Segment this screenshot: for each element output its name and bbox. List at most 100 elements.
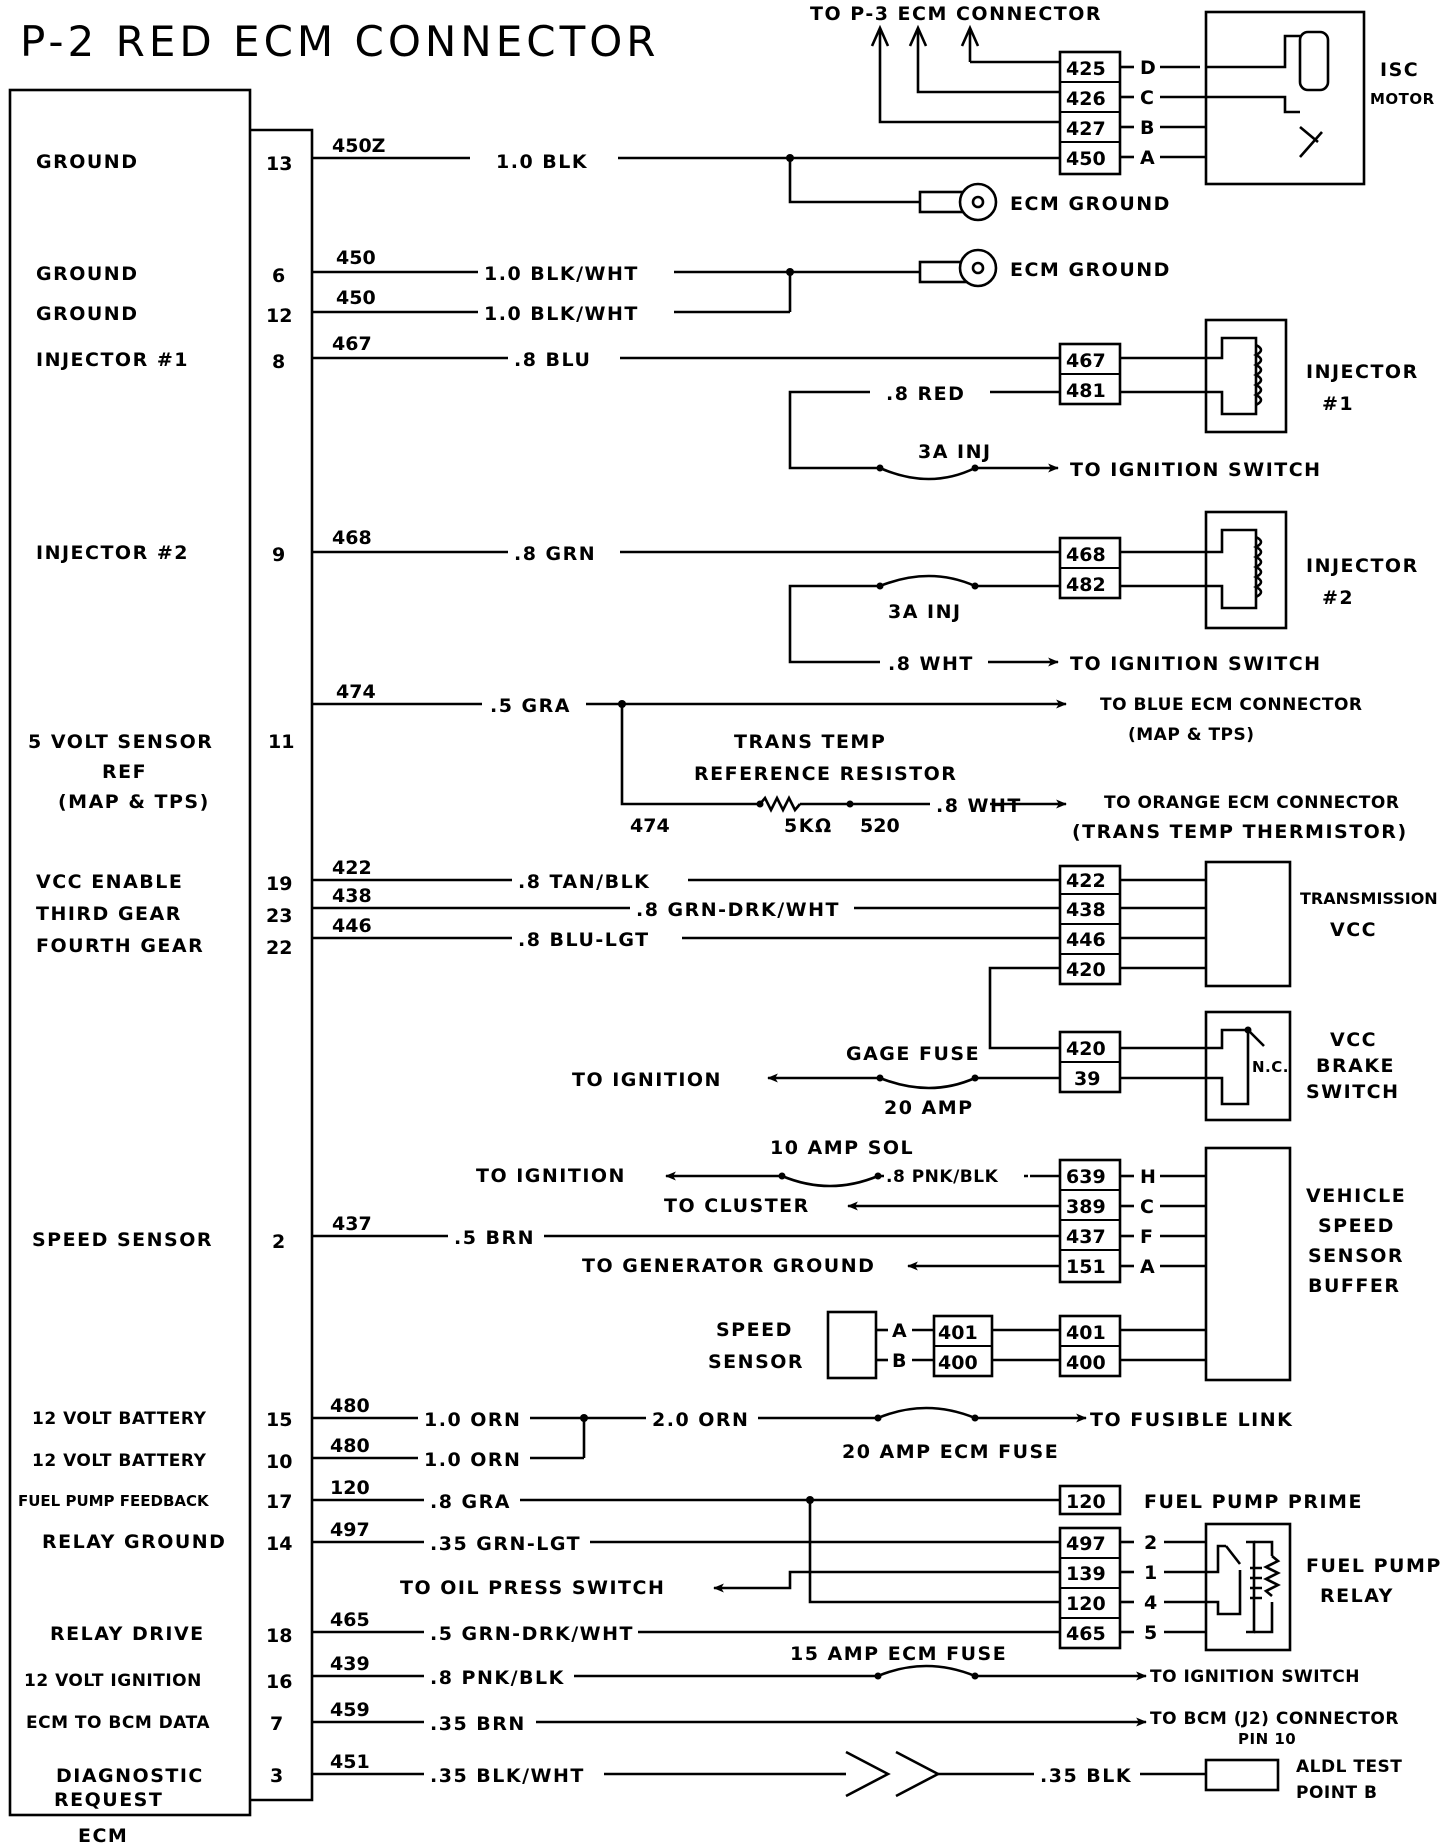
pin-label: THIRD GEAR xyxy=(36,903,182,925)
connector-pin: 467 xyxy=(1066,350,1106,372)
destination-label: TO FUSIBLE LINK xyxy=(1090,1409,1293,1431)
connector-pin: 446 xyxy=(1066,929,1106,951)
ground-6-12-circuit: 450 1.0 BLK/WHT 450 1.0 BLK/WHT ECM GROU… xyxy=(312,247,1169,325)
pin-number: 17 xyxy=(266,1491,292,1513)
connector-pin: 151 xyxy=(1066,1256,1106,1278)
connector-pin: 482 xyxy=(1066,574,1106,596)
pin-number: 10 xyxy=(266,1451,292,1473)
pin-label: GROUND xyxy=(36,151,138,173)
isc-pin: 450 xyxy=(1066,148,1106,170)
speed-sensor-label: SPEED xyxy=(716,1319,793,1341)
pin-number: 22 xyxy=(266,937,292,959)
ground-13-circuit: 450Z 1.0 BLK ECM GROUND xyxy=(312,135,1171,222)
wire-spec: 1.0 BLK/WHT xyxy=(484,303,639,325)
wire-spec: 1.0 ORN xyxy=(424,1409,521,1431)
pin-label: GROUND xyxy=(36,303,138,325)
pin-number: 2 xyxy=(272,1231,285,1253)
pin-label: REQUEST xyxy=(54,1789,163,1811)
wire-spec: .8 GRN-DRK/WHT xyxy=(636,899,840,921)
injector-label: #2 xyxy=(1322,587,1354,609)
injector-label: INJECTOR xyxy=(1306,555,1419,577)
vss-letter: H xyxy=(1140,1166,1156,1188)
connector-pin: 639 xyxy=(1066,1166,1106,1188)
pin-label: GROUND xyxy=(36,263,138,285)
wire-spec: .8 GRN xyxy=(514,543,596,565)
pin-number: 9 xyxy=(272,544,285,566)
pin-number: 19 xyxy=(266,873,292,895)
destination-label: TO OIL PRESS SWITCH xyxy=(400,1577,665,1599)
circuit-number: 422 xyxy=(332,857,372,879)
pin-label: FOURTH GEAR xyxy=(36,935,204,957)
speed-sensor-label: SENSOR xyxy=(708,1351,804,1373)
fuse-icon xyxy=(877,1664,976,1678)
circuit-number: 474 xyxy=(630,815,670,837)
destination-label: (TRANS TEMP THERMISTOR) xyxy=(1072,821,1408,843)
vss-label: BUFFER xyxy=(1308,1275,1400,1297)
pin-label: (MAP & TPS) xyxy=(58,791,210,813)
connector-chevron-icon xyxy=(845,1750,891,1798)
pin-label: DIAGNOSTIC xyxy=(56,1765,204,1787)
isc-letter: D xyxy=(1140,57,1156,79)
vss-buffer-circuit: 437 .5 BRN 639 389 437 151 H C F A VEHIC… xyxy=(312,1137,1405,1382)
connector-pin: 401 xyxy=(938,1322,978,1344)
ecm-ground-label: ECM GROUND xyxy=(1010,193,1171,215)
circuit-number: 437 xyxy=(332,1213,372,1235)
fuse-label: 3A INJ xyxy=(888,601,962,623)
ecm-label: ECM xyxy=(78,1825,128,1846)
vss-buffer-box xyxy=(1204,1146,1292,1382)
connector-pin: 420 xyxy=(1066,959,1106,981)
wire-spec: 2.0 ORN xyxy=(652,1409,749,1431)
circuit-number: 497 xyxy=(330,1519,370,1541)
resistor-icon xyxy=(759,795,801,813)
destination-label: TO IGNITION SWITCH xyxy=(1070,653,1322,675)
wire-spec: .8 PNK/BLK xyxy=(886,1167,999,1187)
circuit-number: 450 xyxy=(336,247,376,269)
circuit-number: 480 xyxy=(330,1395,370,1417)
isc-motor-group: 425 426 427 450 D C B A ISC MOTOR xyxy=(870,10,1435,186)
speed-sensor-box xyxy=(826,1310,878,1380)
pin-number: 14 xyxy=(266,1533,292,1555)
diagnostic-circuit: 451 .35 BLK/WHT .35 BLK ALDL TEST POINT … xyxy=(312,1750,1402,1803)
circuit-number: 465 xyxy=(330,1609,370,1631)
circuit-number: 520 xyxy=(860,815,900,837)
connector-pin: 438 xyxy=(1066,899,1106,921)
pin-label: INJECTOR #1 xyxy=(36,349,189,371)
pin-label: FUEL PUMP FEEDBACK xyxy=(18,1492,210,1510)
sensor-ref-circuit: 474 .5 GRA TO BLUE ECM CONNECTOR (MAP & … xyxy=(312,681,1408,843)
resistor-title: TRANS TEMP xyxy=(734,731,886,753)
circuit-number: 480 xyxy=(330,1435,370,1457)
wire-spec: 1.0 BLK xyxy=(496,151,588,173)
vss-letter: C xyxy=(1140,1196,1154,1218)
vss-letter: A xyxy=(1140,1256,1155,1278)
wire-spec: .8 BLU xyxy=(514,349,591,371)
fuse-rating: 20 AMP xyxy=(884,1097,974,1119)
ecm-connector-strip xyxy=(250,128,314,1802)
destination-label: (MAP & TPS) xyxy=(1128,725,1255,745)
ecm-pin-labels: GROUND 13 GROUND 6 GROUND 12 INJECTOR #1… xyxy=(18,151,294,1811)
connector-pin: 389 xyxy=(1066,1196,1106,1218)
isc-label: MOTOR xyxy=(1370,90,1435,108)
pin-number: 3 xyxy=(270,1765,283,1787)
destination-label: TO ORANGE ECM CONNECTOR xyxy=(1104,793,1399,813)
connector-pin: 400 xyxy=(1066,1352,1106,1374)
wire-spec: .35 BLK/WHT xyxy=(430,1765,585,1787)
isc-pin: 426 xyxy=(1066,88,1106,110)
prime-label: FUEL PUMP PRIME xyxy=(1144,1491,1363,1513)
wire-spec: .8 WHT xyxy=(888,653,974,675)
coil-icon xyxy=(1253,535,1263,599)
circuit-number: 438 xyxy=(332,885,372,907)
relay-resistor-icon xyxy=(1263,1555,1281,1597)
circuit-number: 450 xyxy=(336,287,376,309)
destination-label: TO IGNITION SWITCH xyxy=(1070,459,1322,481)
connector-pin: 497 xyxy=(1066,1533,1106,1555)
pin-number: 18 xyxy=(266,1625,292,1647)
circuit-number: 468 xyxy=(332,527,372,549)
pin-number: 23 xyxy=(266,905,292,927)
pin-label: VCC ENABLE xyxy=(36,871,183,893)
destination-label: TO BLUE ECM CONNECTOR xyxy=(1100,695,1363,715)
aldl-label: POINT B xyxy=(1296,1783,1377,1803)
relay-label: RELAY xyxy=(1320,1585,1394,1607)
ground-terminal-icon xyxy=(958,182,998,222)
speed-sensor-letter: B xyxy=(892,1350,906,1372)
